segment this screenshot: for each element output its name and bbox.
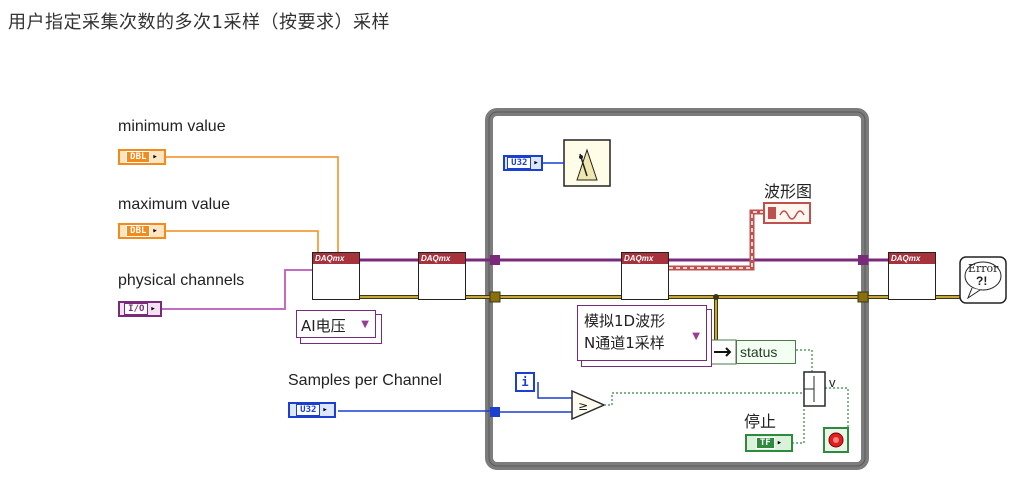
minimum-value-label: minimum value — [118, 118, 226, 135]
while-loop[interactable] — [485, 108, 869, 470]
stop-button-glyph — [823, 427, 849, 453]
io-tag: I/O — [124, 303, 149, 315]
waveform-graph-label: 波形图 — [764, 184, 813, 201]
error-wire-junction — [713, 294, 719, 300]
daqmx-start-task-node[interactable]: DAQmx — [418, 252, 466, 300]
error-handler-symbol: ?! — [976, 274, 988, 288]
daqmx-create-channel-node[interactable]: DAQmx — [312, 252, 360, 300]
daqmx-header: DAQmx — [313, 253, 359, 264]
physical-channel-wire — [160, 269, 312, 310]
minimum-value-control[interactable]: DBL▸ — [118, 149, 166, 165]
ai-voltage-text: AI电压 — [301, 317, 346, 335]
ai-voltage-selector[interactable]: AI电压 ▼ — [296, 310, 376, 338]
output-arrow-icon: ▸ — [152, 152, 158, 162]
output-arrow-icon: ▸ — [150, 304, 156, 314]
tf-tag: TF — [755, 437, 775, 449]
min-max-wires — [165, 156, 339, 258]
stop-control[interactable]: TF▸ — [745, 434, 793, 452]
samples-per-channel-label: Samples per Channel — [288, 372, 442, 389]
dbl-tag: DBL — [126, 151, 151, 163]
maximum-value-label: maximum value — [118, 196, 231, 213]
task-tunnel-out — [858, 255, 868, 265]
daqmx-clear-task-node[interactable]: DAQmx — [888, 252, 936, 300]
iteration-terminal: i — [515, 372, 535, 392]
error-tunnel-in — [489, 291, 501, 303]
error-handler-text: Error — [968, 262, 999, 275]
error-handler-node[interactable] — [959, 256, 1007, 304]
error-tunnel-out — [857, 291, 869, 303]
dropdown-arrow-icon: ▼ — [692, 331, 700, 342]
physical-channels-label: physical channels — [118, 272, 245, 289]
output-arrow-icon: ▸ — [533, 158, 539, 168]
u32-tag: U32 — [296, 404, 321, 416]
output-arrow-icon: ▸ — [776, 438, 783, 448]
dbl-tag: DBL — [126, 225, 151, 237]
waveform-graph-terminal[interactable] — [763, 202, 811, 224]
task-tunnel-in — [490, 255, 500, 265]
dropdown-arrow-icon: ▼ — [361, 319, 369, 330]
or-node[interactable] — [803, 371, 826, 407]
samples-wire — [338, 382, 572, 413]
samples-per-channel-control[interactable]: U32▸ — [288, 402, 336, 418]
read-mode-line1: 模拟1D波形 — [584, 312, 666, 330]
page-title: 用户指定采集次数的多次1采样（按要求）采样 — [8, 12, 390, 33]
unbundle-arrow — [709, 339, 737, 365]
greater-or-equal-node[interactable]: ≥ — [571, 389, 606, 421]
samples-tunnel — [490, 407, 500, 417]
stop-label: 停止 — [744, 414, 777, 431]
maximum-value-control[interactable]: DBL▸ — [118, 223, 166, 239]
status-element[interactable]: status — [736, 340, 796, 364]
waveform-wire — [669, 209, 764, 271]
wait-timer-node[interactable] — [563, 139, 611, 187]
daqmx-header: DAQmx — [419, 253, 465, 264]
svg-text:≥: ≥ — [578, 399, 588, 413]
read-mode-selector[interactable]: 模拟1D波形 N通道1采样 ▼ — [577, 305, 707, 361]
or-node-label: v — [829, 375, 836, 390]
daqmx-read-node[interactable]: DAQmx — [621, 252, 669, 300]
wait-ms-constant[interactable]: U32▸ — [503, 155, 543, 171]
u32-tag: U32 — [507, 157, 532, 169]
daqmx-header: DAQmx — [889, 253, 935, 264]
iteration-tag: i — [521, 375, 529, 389]
output-arrow-icon: ▸ — [322, 405, 328, 415]
daqmx-header: DAQmx — [622, 253, 668, 264]
read-mode-line2: N通道1采样 — [584, 334, 665, 352]
physical-channels-control[interactable]: I/O▸ — [118, 301, 162, 317]
output-arrow-icon: ▸ — [152, 226, 158, 236]
